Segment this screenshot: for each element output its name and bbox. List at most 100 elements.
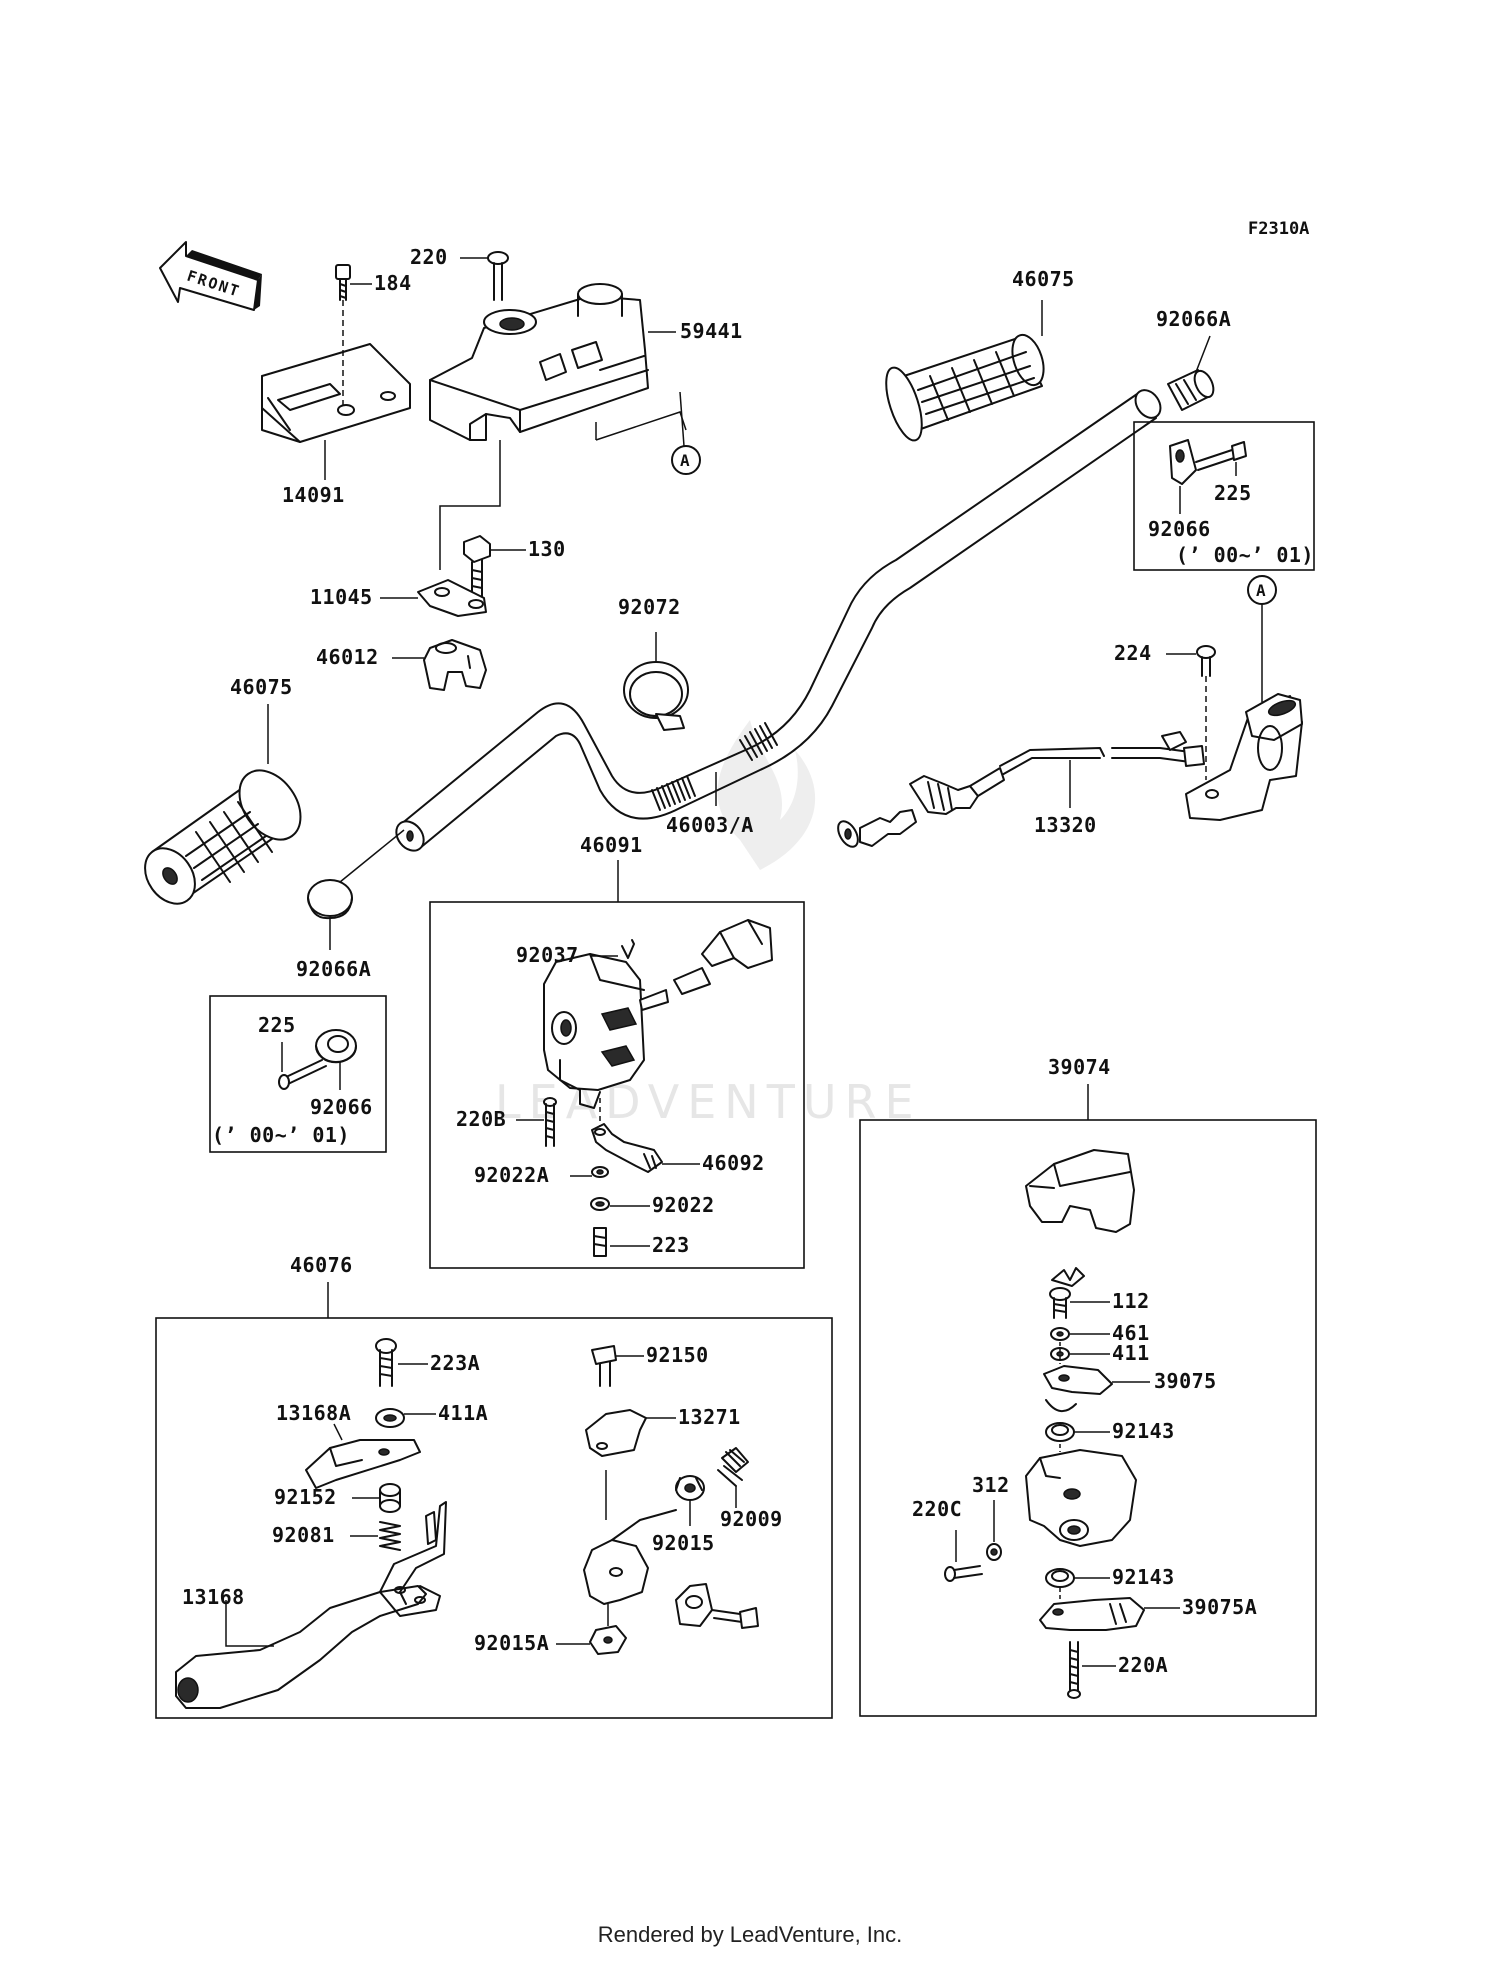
part-label-92143-top: 92143 [1112, 1419, 1175, 1443]
part-label-13168a: 13168A [276, 1401, 351, 1425]
years-note-left: (’ 00~’ 01) [212, 1123, 350, 1147]
plate-39075 [1043, 1365, 1113, 1412]
band-92072 [623, 661, 689, 731]
clip-small [1051, 1267, 1085, 1287]
switch-wiring-connector [639, 919, 773, 1011]
part-label-411a: 411A [438, 1401, 488, 1425]
bolt-223a [375, 1338, 397, 1387]
callout-a-top: A [680, 451, 690, 470]
bolt-223 [593, 1227, 607, 1257]
callout-marker-a-top [671, 445, 701, 475]
housing-59441 [429, 283, 649, 441]
washer-411a [375, 1408, 405, 1428]
part-label-46012: 46012 [316, 645, 379, 669]
pivot-92152 [379, 1483, 401, 1513]
washer-92022 [590, 1197, 610, 1211]
part-label-92022: 92022 [652, 1193, 715, 1217]
screw-220 [487, 251, 509, 301]
grip-46075-left [144, 769, 302, 905]
screw-225-right [1195, 441, 1247, 471]
part-label-220a: 220A [1118, 1653, 1168, 1677]
nut-312 [986, 1543, 1002, 1561]
part-label-46075-right: 46075 [1012, 267, 1075, 291]
part-label-92009: 92009 [720, 1507, 783, 1531]
nut-92015 [675, 1475, 705, 1501]
part-label-225-right: 225 [1214, 481, 1252, 505]
part-label-92066a-right: 92066A [1156, 307, 1231, 331]
lever-39075a [1039, 1597, 1145, 1631]
part-label-46075-left: 46075 [230, 675, 293, 699]
part-label-220b: 220B [456, 1107, 506, 1131]
part-label-220c: 220C [912, 1497, 962, 1521]
part-label-11045: 11045 [310, 585, 373, 609]
throttle-housing [1185, 693, 1303, 821]
figure-code: F2310A [1248, 219, 1309, 239]
switch-body [1025, 1449, 1137, 1547]
part-label-223: 223 [652, 1233, 690, 1257]
part-label-92022a: 92022A [474, 1163, 549, 1187]
part-label-461: 461 [1112, 1321, 1150, 1345]
screw-220b [543, 1097, 557, 1147]
footer-credit: Rendered by LeadVenture, Inc. [597, 1922, 903, 1947]
watermark-text: LEADVENTURE [495, 1075, 922, 1129]
part-label-224: 224 [1114, 641, 1152, 665]
bolt-112 [1049, 1287, 1071, 1319]
part-label-39075: 39075 [1154, 1369, 1217, 1393]
screw-224 [1196, 645, 1216, 677]
grip-46075-right [885, 333, 1045, 442]
part-label-92143-bottom: 92143 [1112, 1565, 1175, 1589]
part-label-59441: 59441 [680, 319, 743, 343]
inset-box-right-bar-end [1133, 421, 1315, 571]
bar-end-92066-left [315, 1029, 357, 1064]
part-label-184: 184 [374, 271, 412, 295]
part-label-92152: 92152 [274, 1485, 337, 1509]
bolt-92150 [591, 1345, 617, 1387]
switch-housing-46091 [543, 953, 645, 1109]
watermark: LEADVENTURE [495, 720, 922, 1129]
lever-46092 [591, 1123, 663, 1173]
part-label-92081: 92081 [272, 1523, 335, 1547]
part-label-92066a-left: 92066A [296, 957, 371, 981]
bar-end-92066-right [1169, 439, 1197, 485]
lever-bracket-assembly [583, 1509, 759, 1629]
part-label-39075a: 39075A [1182, 1595, 1257, 1619]
part-label-312: 312 [972, 1473, 1010, 1497]
part-label-411: 411 [1112, 1341, 1150, 1365]
part-label-92037: 92037 [516, 943, 579, 967]
throttle-cable-13320 [837, 731, 1205, 848]
part-label-130: 130 [528, 537, 566, 561]
part-label-112: 112 [1112, 1289, 1150, 1313]
part-label-39074: 39074 [1048, 1055, 1111, 1079]
years-note-right: (’ 00~’ 01) [1176, 543, 1314, 567]
part-label-92072: 92072 [618, 595, 681, 619]
part-label-14091: 14091 [282, 483, 345, 507]
clip-92037 [621, 939, 635, 959]
bracket-13271 [585, 1409, 647, 1457]
nut-92015a [589, 1625, 627, 1655]
washer-92022a [591, 1166, 609, 1178]
part-label-225-left: 225 [258, 1013, 296, 1037]
part-label-13168: 13168 [182, 1585, 245, 1609]
clamp-46012 [423, 639, 487, 691]
handlebar-46003a [395, 389, 1162, 852]
part-label-13271: 13271 [678, 1405, 741, 1429]
lever-13168 [175, 1501, 447, 1709]
part-label-220: 220 [410, 245, 448, 269]
bolt-220a [1067, 1641, 1081, 1699]
spring-92081 [379, 1521, 401, 1551]
washer-461 [1050, 1327, 1070, 1341]
front-arrow-icon: FRONT [159, 241, 262, 311]
part-label-46003a: 46003/A [666, 813, 754, 837]
part-label-13320: 13320 [1034, 813, 1097, 837]
part-label-223a: 223A [430, 1351, 480, 1375]
knurled-section-left [651, 775, 696, 811]
bar-end-92066a-left [307, 879, 353, 920]
bolt-184 [335, 264, 351, 301]
knurled-section-right [739, 722, 778, 761]
part-label-92066-right: 92066 [1148, 517, 1211, 541]
part-label-92015a: 92015A [474, 1631, 549, 1655]
part-label-46076: 46076 [290, 1253, 353, 1277]
inset-box-switch-46091 [429, 901, 805, 1269]
screw-220c [944, 1565, 983, 1582]
